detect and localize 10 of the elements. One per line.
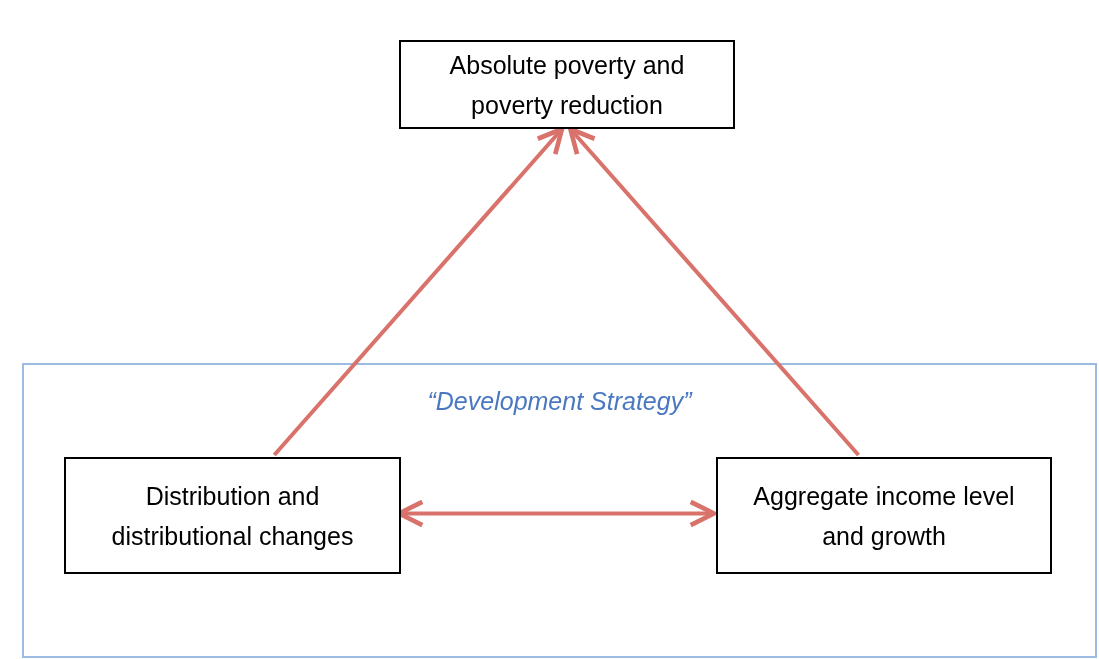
panel-title: “Development Strategy” bbox=[426, 386, 694, 417]
arrow bbox=[272, 126, 565, 457]
strategy-panel bbox=[22, 363, 1097, 658]
concept-box bbox=[716, 457, 1052, 574]
concept-box bbox=[399, 40, 735, 129]
box-text: Distribution and distributional changes bbox=[110, 480, 355, 552]
box-text: Aggregate income level and growth bbox=[752, 480, 1016, 552]
concept-box bbox=[64, 457, 401, 574]
box-text: Absolute poverty and poverty reduction bbox=[448, 49, 686, 121]
arrow bbox=[568, 126, 860, 457]
